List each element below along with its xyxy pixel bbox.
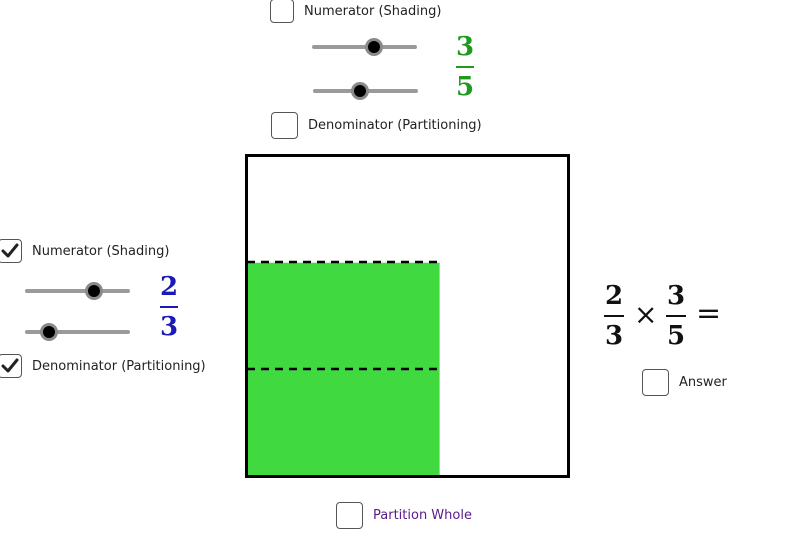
top-numerator-label: Numerator (Shading) — [304, 3, 442, 19]
top-fraction-numerator: 3 — [456, 32, 475, 62]
left-fraction-numerator: 2 — [160, 272, 179, 302]
top-denominator-label: Denominator (Partitioning) — [308, 117, 482, 133]
equation-left-bar — [604, 315, 624, 317]
left-denominator-slider-track[interactable] — [25, 330, 130, 334]
partition-whole-toggle[interactable]: Partition Whole — [336, 501, 472, 529]
left-numerator-checkbox[interactable] — [0, 239, 22, 263]
left-fraction-bar — [160, 306, 179, 308]
answer-label: Answer — [679, 374, 727, 390]
top-fraction-bar — [456, 66, 475, 68]
equals-sign: = — [696, 296, 722, 331]
top-denominator-checkbox[interactable] — [271, 111, 298, 139]
equation-left-numerator: 2 — [604, 281, 624, 311]
left-numerator-slider-thumb[interactable] — [85, 282, 103, 300]
left-numerator-slider[interactable] — [25, 281, 130, 301]
left-numerator-label: Numerator (Shading) — [32, 243, 170, 259]
left-numerator-toggle[interactable]: Numerator (Shading) — [0, 237, 169, 265]
left-fraction: 2 3 — [160, 273, 178, 341]
top-numerator-slider[interactable] — [312, 37, 417, 57]
left-denominator-checkbox[interactable] — [0, 354, 22, 378]
answer-toggle[interactable]: Answer — [642, 368, 727, 396]
equation-right-bar — [666, 315, 686, 317]
equation-right-fraction: 3 5 — [666, 282, 686, 350]
checkmark-icon — [1, 358, 19, 373]
top-numerator-slider-thumb[interactable] — [365, 38, 383, 56]
top-denominator-slider-thumb[interactable] — [351, 82, 369, 100]
checkmark-icon — [1, 243, 19, 258]
equation-right-denominator: 5 — [666, 320, 686, 351]
top-fraction-denominator: 5 — [456, 71, 475, 102]
top-numerator-checkbox[interactable] — [270, 0, 294, 23]
unit-square-border — [245, 154, 570, 478]
left-denominator-label: Denominator (Partitioning) — [32, 358, 206, 374]
equation-left-fraction: 2 3 — [604, 282, 624, 350]
left-denominator-toggle[interactable]: Denominator (Partitioning) — [0, 352, 206, 380]
partition-whole-label: Partition Whole — [373, 507, 472, 523]
top-denominator-slider[interactable] — [313, 81, 418, 101]
left-numerator-slider-track[interactable] — [25, 289, 130, 293]
top-denominator-toggle[interactable]: Denominator (Partitioning) — [271, 111, 482, 139]
partition-whole-checkbox[interactable] — [336, 501, 363, 529]
top-numerator-toggle[interactable]: Numerator (Shading) — [270, 0, 441, 25]
answer-checkbox[interactable] — [642, 368, 669, 396]
top-numerator-slider-track[interactable] — [312, 45, 417, 49]
top-fraction: 3 5 — [456, 33, 474, 101]
left-denominator-slider[interactable] — [25, 322, 130, 342]
equation-right-numerator: 3 — [666, 281, 686, 311]
area-model[interactable] — [245, 154, 570, 478]
left-fraction-denominator: 3 — [160, 311, 179, 342]
equation-left-denominator: 3 — [604, 320, 624, 351]
multiply-operator: × — [634, 298, 658, 331]
left-denominator-slider-thumb[interactable] — [40, 323, 58, 341]
